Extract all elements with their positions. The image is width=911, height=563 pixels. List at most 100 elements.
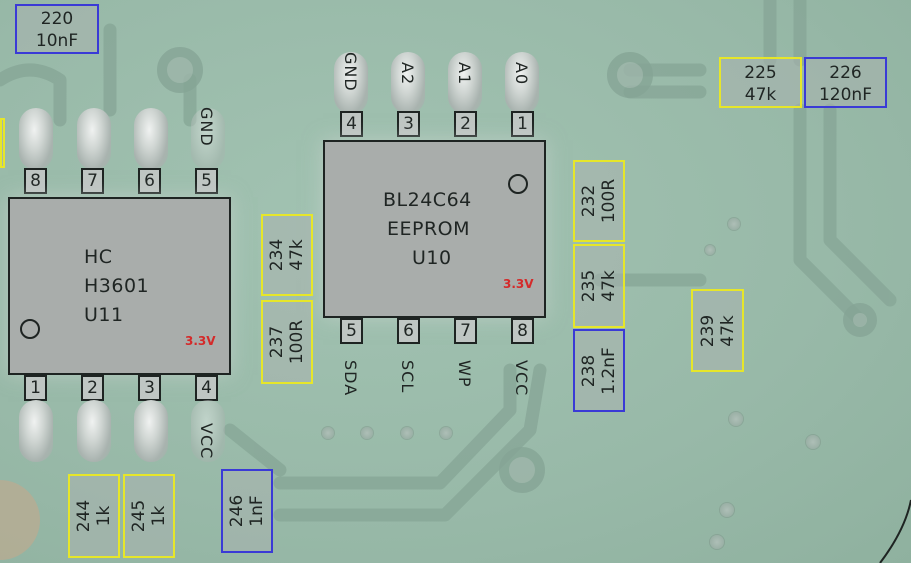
via	[705, 245, 715, 255]
component-value: 1k	[94, 505, 114, 527]
pin-1[interactable]: 1	[511, 111, 534, 137]
via	[157, 47, 203, 93]
via	[728, 218, 740, 230]
pin-8[interactable]: 8	[511, 318, 534, 344]
capacitor-226[interactable]: 226 120nF	[804, 57, 887, 108]
pin-name-scl: SCL	[398, 360, 417, 394]
voltage-label: 3.3V	[185, 334, 216, 348]
trace	[223, 423, 287, 477]
pin-2[interactable]: 2	[81, 375, 104, 401]
trace	[273, 363, 547, 522]
chip-u10-body[interactable]: BL24C64 EEPROM U10 3.3V	[323, 140, 546, 318]
component-ref: 220	[40, 9, 74, 29]
trace	[793, 103, 867, 327]
component-value: 1k	[149, 505, 169, 527]
pin-4[interactable]: 4	[340, 111, 363, 137]
component-ref: 244	[74, 499, 94, 533]
pin-3[interactable]: 3	[397, 111, 420, 137]
pin-lead	[191, 108, 225, 170]
via	[806, 435, 820, 449]
pin-7[interactable]: 7	[81, 168, 104, 194]
pin-lead	[77, 400, 111, 462]
trace	[0, 63, 67, 127]
pin-lead	[448, 52, 482, 114]
pin-name-wp: WP	[455, 360, 474, 388]
chip-label-line1: BL24C64	[383, 189, 472, 211]
pin-3[interactable]: 3	[138, 375, 161, 401]
pin-8[interactable]: 8	[24, 168, 47, 194]
pin-4[interactable]: 4	[195, 375, 218, 401]
pin-lead	[505, 52, 539, 114]
pin-7[interactable]: 7	[454, 318, 477, 344]
pin-6[interactable]: 6	[138, 168, 161, 194]
chip-label-line3: U10	[412, 247, 452, 269]
component-value: 10nF	[35, 31, 79, 51]
board-edge	[879, 499, 911, 563]
via	[607, 52, 653, 98]
component-ref: 238	[579, 354, 599, 387]
pin-1[interactable]: 1	[24, 375, 47, 401]
chip-label-line1: HC	[84, 246, 113, 268]
component-value: 47k	[717, 314, 738, 347]
via	[843, 303, 877, 337]
via	[401, 427, 413, 439]
pin1-marker-icon	[20, 319, 40, 339]
component-value: 47k	[287, 239, 307, 271]
pin-5[interactable]: 5	[340, 318, 363, 344]
component-ref: 246	[227, 494, 247, 528]
pin-6[interactable]: 6	[397, 318, 420, 344]
pin-name-gnd: GND	[197, 107, 216, 147]
pin-name-sda: SDA	[341, 360, 360, 397]
component-ref: 239	[697, 314, 718, 347]
component-ref: 237	[267, 325, 287, 359]
component-value: 120nF	[818, 85, 872, 105]
chip-label-line2: EEPROM	[387, 218, 471, 240]
capacitor-220[interactable]: 220 10nF	[15, 4, 99, 54]
component-ref: 235	[579, 269, 599, 303]
component-ref: 232	[579, 184, 599, 218]
chip-label-line3: U11	[84, 304, 124, 326]
trace	[273, 363, 517, 490]
resistor-225[interactable]: 225 47k	[719, 57, 802, 108]
via	[710, 535, 724, 549]
component-ref: 225	[744, 63, 777, 83]
voltage-label: 3.3V	[503, 277, 534, 291]
via	[720, 503, 734, 517]
via	[729, 412, 743, 426]
pin-5[interactable]: 5	[195, 168, 218, 194]
pin-lead	[77, 108, 111, 170]
component-value: 47k	[599, 270, 619, 302]
component-ref: 226	[829, 63, 862, 83]
pin-lead	[391, 52, 425, 114]
pin-2[interactable]: 2	[454, 111, 477, 137]
pin-name-vcc: VCC	[197, 423, 216, 460]
pin-lead	[191, 400, 225, 462]
chip-u11-body[interactable]: HC H3601 U11 3.3V	[8, 197, 231, 375]
via	[361, 427, 373, 439]
pin-name-vcc: VCC	[512, 360, 531, 397]
pin-lead	[134, 400, 168, 462]
pin-name-a1: A1	[455, 62, 474, 86]
pin-lead	[19, 400, 53, 462]
pin-name-gnd: GND	[341, 52, 360, 92]
chip-label-line2: H3601	[84, 275, 150, 297]
